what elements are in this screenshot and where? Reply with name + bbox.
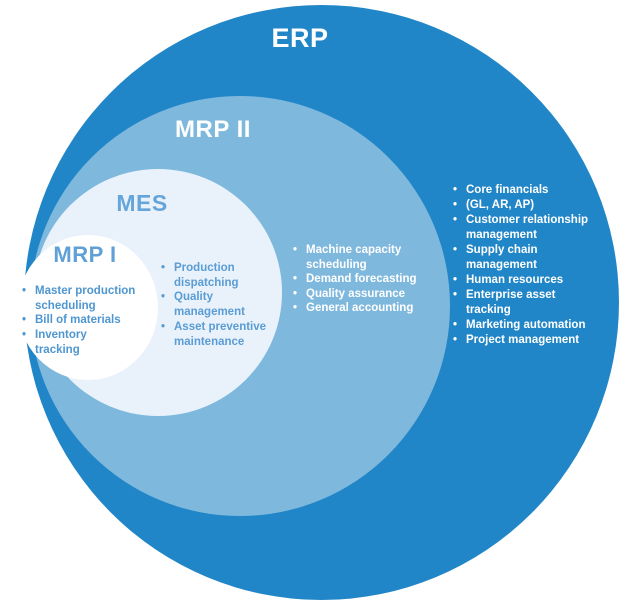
list-item: Asset preventive maintenance	[160, 320, 288, 349]
list-item: Marketing automation	[452, 318, 610, 333]
mrp1-label: MRP I	[53, 242, 117, 267]
list-item: Supply chain management	[452, 243, 610, 273]
list-item: Customer relationship management	[452, 213, 610, 243]
list-item: Human resources	[452, 273, 610, 288]
list-item: Production dispatching	[160, 261, 288, 290]
mes-feature-list: Production dispatching Quality managemen…	[160, 261, 288, 349]
list-item: Machine capacity scheduling	[292, 243, 434, 272]
mes-label: MES	[116, 190, 168, 216]
list-item: Demand forecasting	[292, 272, 434, 287]
list-item: General accounting	[292, 301, 434, 316]
list-item: Master production scheduling	[21, 284, 151, 313]
mrp2-label: MRP II	[175, 116, 251, 143]
list-item: Bill of materials	[21, 313, 151, 328]
list-item: Core financials	[452, 183, 610, 198]
list-item: Quality management	[160, 290, 288, 319]
mrp2-feature-list: Machine capacity scheduling Demand forec…	[292, 243, 434, 316]
list-item: Inventory tracking	[21, 328, 151, 357]
list-item: Enterprise asset tracking	[452, 288, 610, 318]
list-item: Project management	[452, 333, 610, 348]
erp-label: ERP	[271, 23, 329, 53]
mrp1-feature-list: Master production scheduling Bill of mat…	[21, 284, 151, 358]
list-item: (GL, AR, AP)	[452, 198, 610, 213]
erp-feature-list: Core financials (GL, AR, AP) Customer re…	[452, 183, 610, 348]
list-item: Quality assurance	[292, 287, 434, 302]
